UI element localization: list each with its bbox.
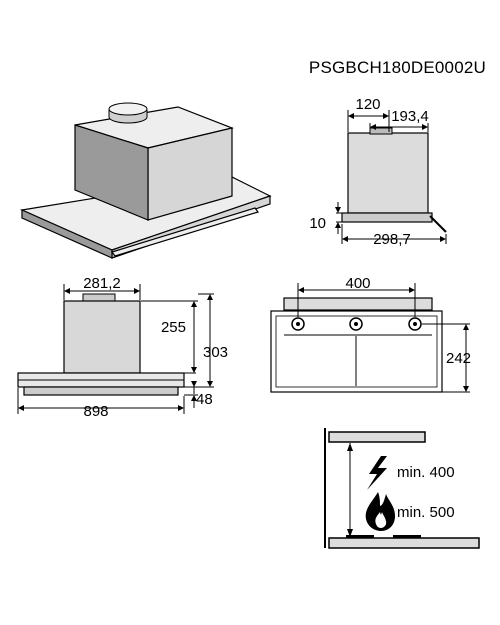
electric-clearance-label: min. 400 <box>397 464 455 481</box>
isometric-hood-illustration <box>19 102 272 259</box>
clearance-diagram: min. 400 min. 500 <box>324 428 480 549</box>
gas-clearance-label: min. 500 <box>397 504 455 521</box>
dim-body-height: 255 <box>161 319 186 336</box>
dim-depth: 242 <box>446 350 471 367</box>
dim-chimney-width: 281,2 <box>83 275 121 292</box>
flame-icon <box>365 492 395 531</box>
dim-total-height: 303 <box>203 344 228 361</box>
dim-top-offset: 120 <box>355 96 380 113</box>
dim-spacing: 400 <box>345 275 370 292</box>
model-code: PSGBCH180DE0002U <box>308 58 486 77</box>
dim-depth-bottom: 298,7 <box>373 231 411 248</box>
dim-panel-height: 48 <box>196 391 213 408</box>
lightning-icon <box>367 456 387 490</box>
front-view-drawing: 281,2 255 303 898 <box>17 275 228 420</box>
top-view-drawing: 400 242 <box>270 275 471 393</box>
dim-depth-top: 193,4 <box>391 108 429 125</box>
dim-front-lip: 10 <box>309 215 326 232</box>
dim-width: 898 <box>83 403 108 420</box>
side-view-drawing: 120 193,4 10 298,7 <box>309 96 447 248</box>
